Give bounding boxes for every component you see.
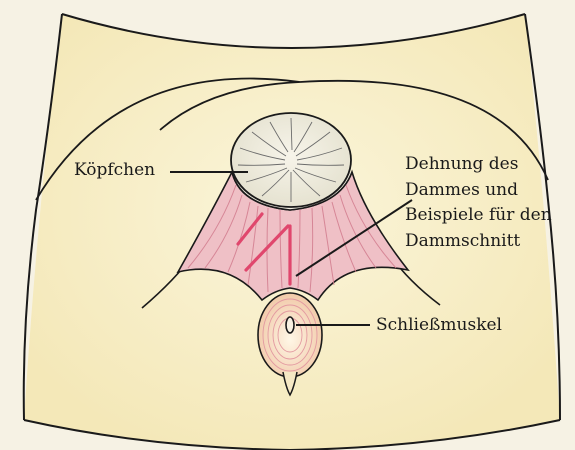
label-perineum: Dehnung des Dammes und Beispiele für den… <box>405 152 552 254</box>
anus <box>286 317 294 333</box>
label-head: Köpfchen <box>74 160 155 181</box>
label-perineum-line-4: Dammschnitt <box>405 229 552 255</box>
label-sphincter: Schließmuskel <box>376 315 502 336</box>
label-perineum-line-1: Dehnung des <box>405 152 552 178</box>
label-perineum-line-2: Dammes und <box>405 178 552 204</box>
label-perineum-line-3: Beispiele für den <box>405 203 552 229</box>
